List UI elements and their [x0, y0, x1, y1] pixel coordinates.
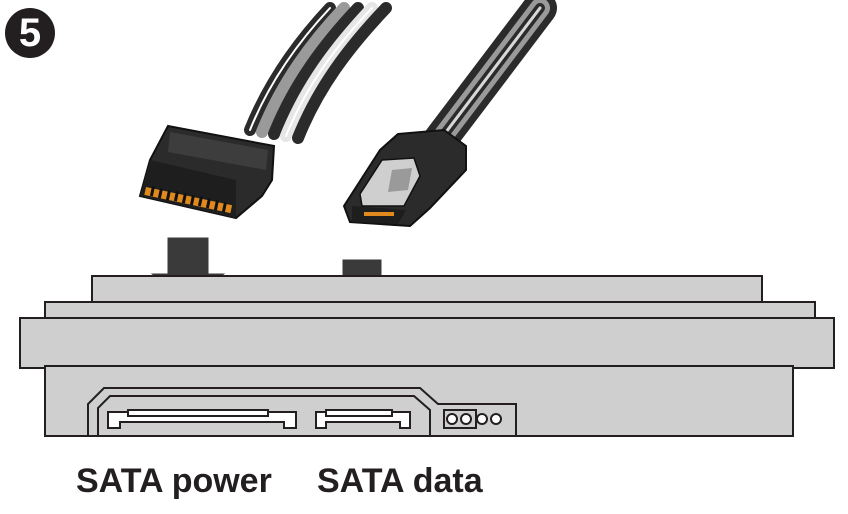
drive-jumper-pins	[443, 409, 502, 429]
sata-power-cable-wires	[244, 2, 392, 144]
sata-data-connector	[342, 128, 467, 228]
drive-sata-data-port	[315, 409, 411, 429]
drive-sata-power-port	[107, 409, 297, 429]
drive-connector-panel	[87, 387, 517, 436]
sata-power-label: SATA power	[76, 462, 272, 500]
step-number-badge: 5	[5, 8, 55, 58]
sata-power-connector	[138, 124, 276, 220]
sata-data-label: SATA data	[317, 462, 483, 500]
sata-data-cable	[423, 0, 557, 157]
